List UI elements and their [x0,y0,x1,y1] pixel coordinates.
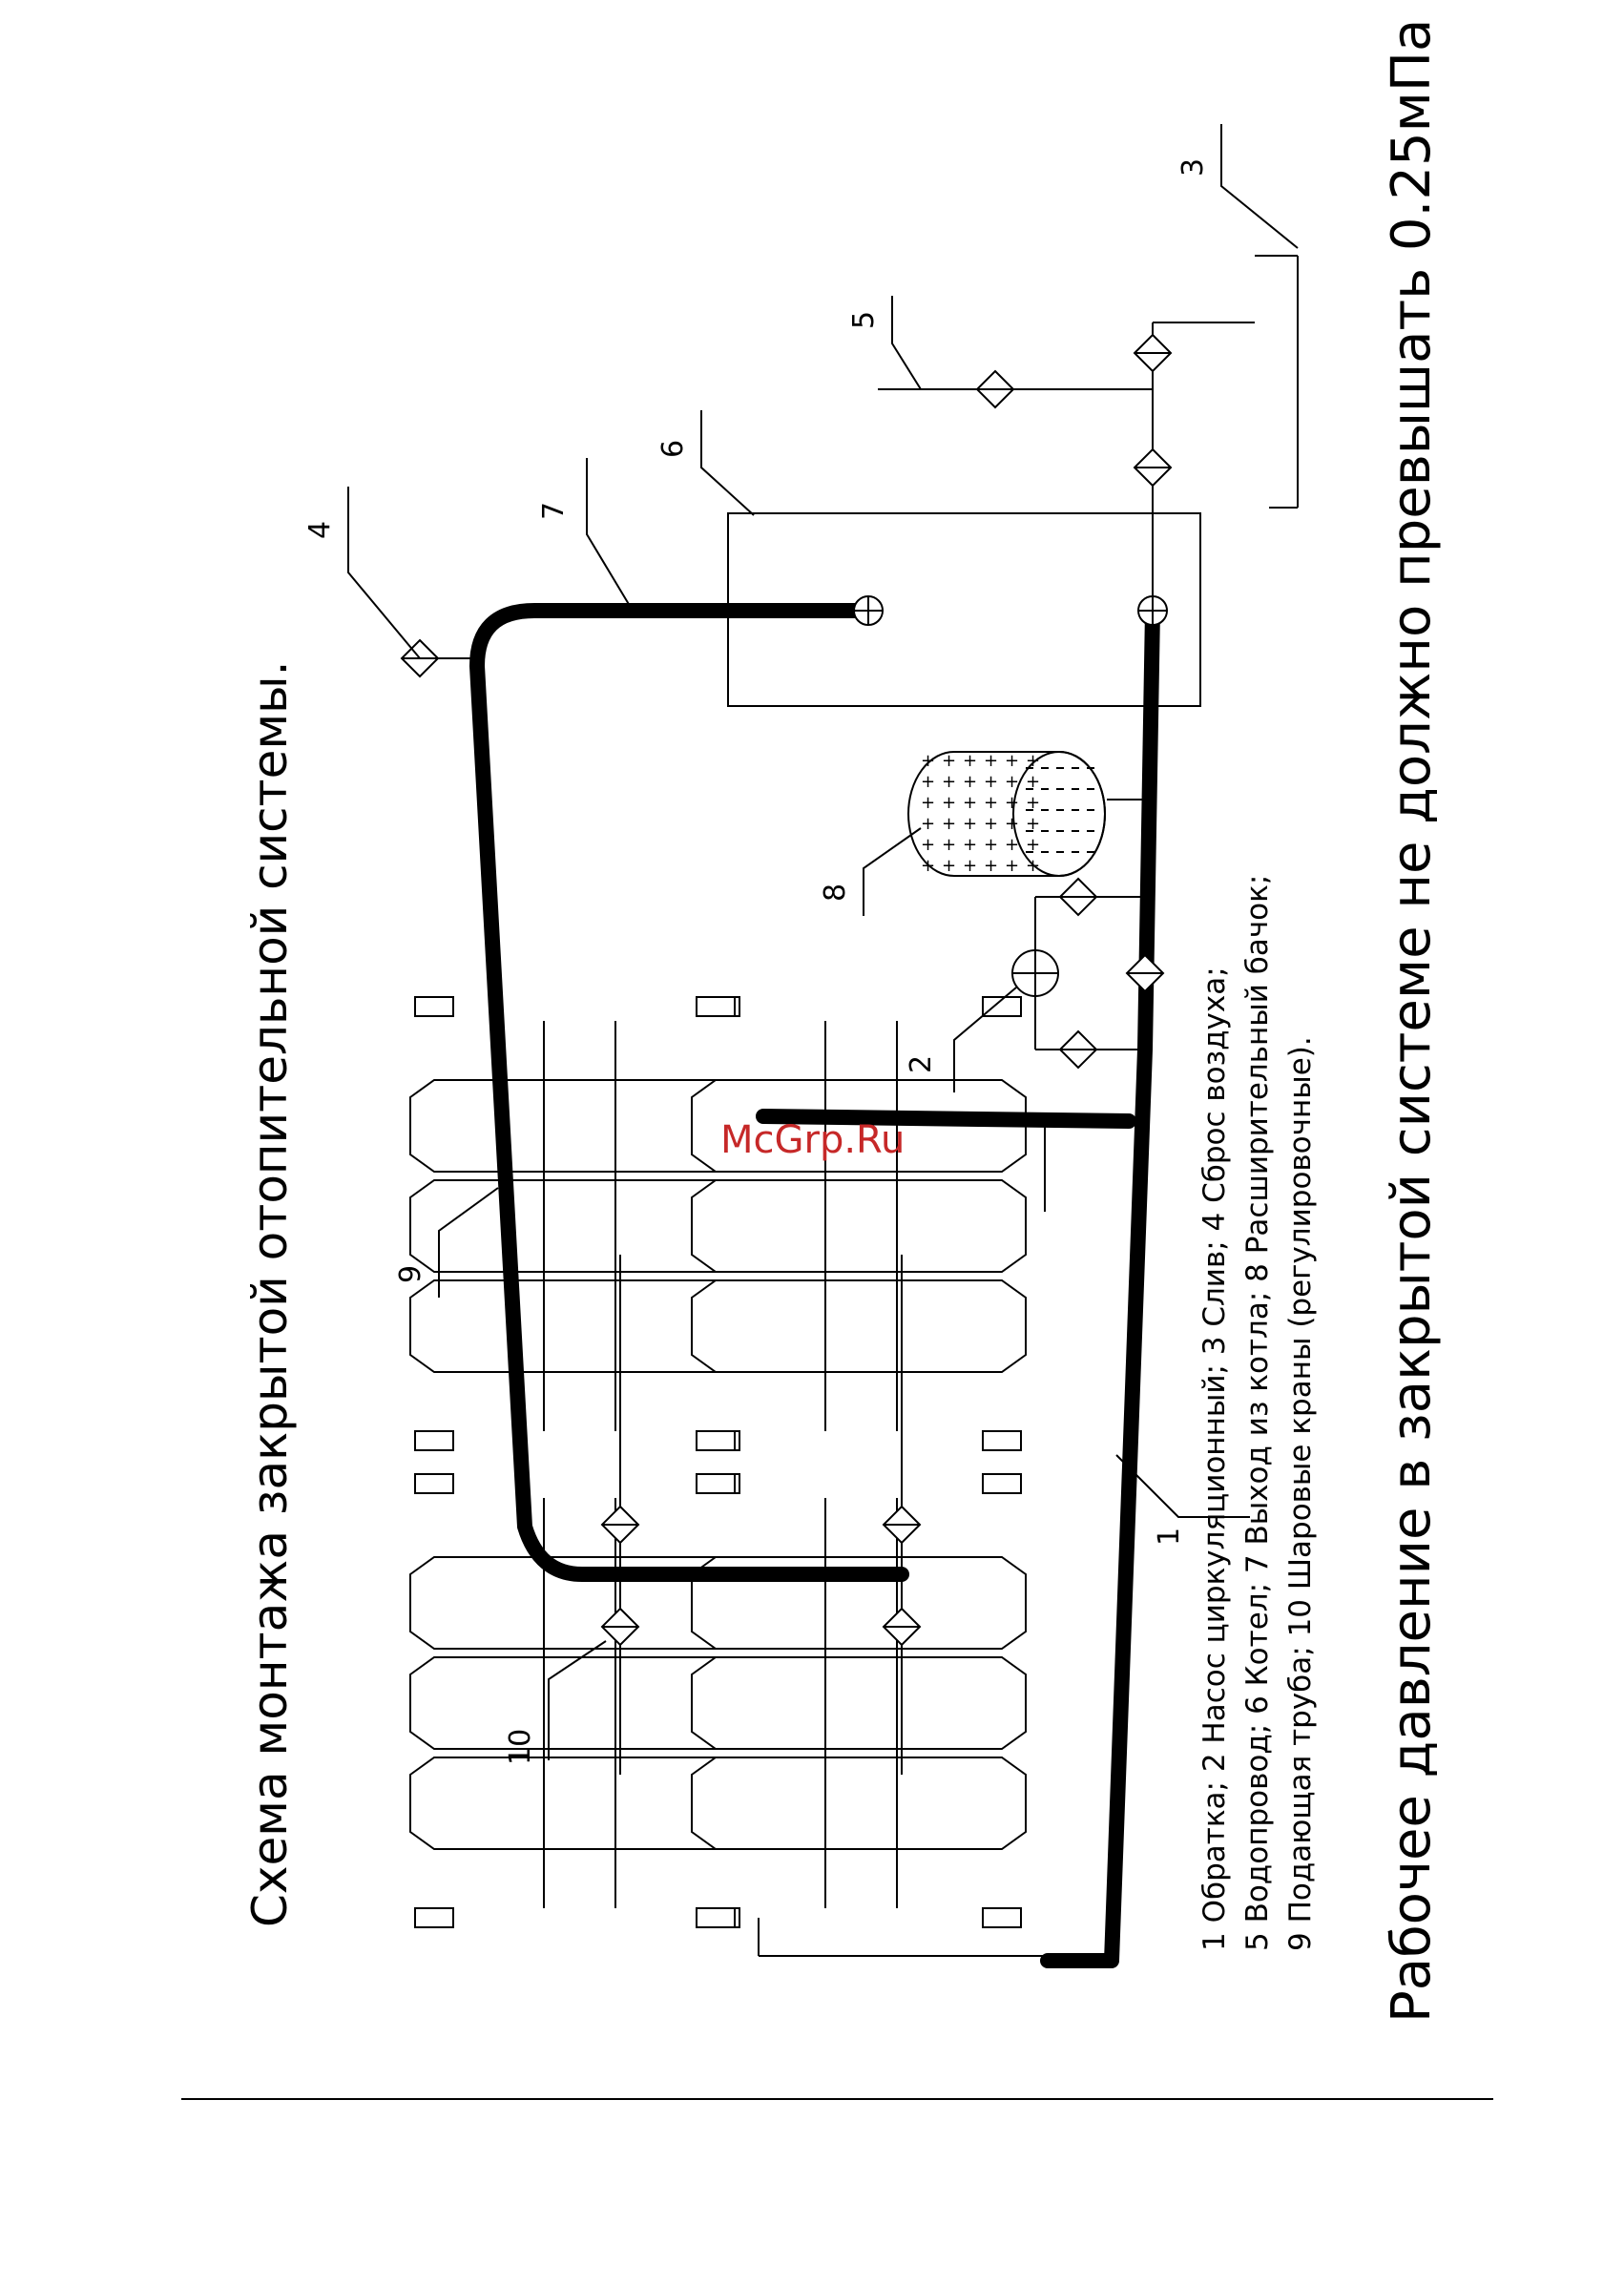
tank-cross: + [1026,793,1040,813]
radiator [691,996,1027,1451]
ball-valves [400,333,1173,1647]
tank-cross: + [1026,772,1040,792]
callout-1: 1 [1153,1528,1186,1546]
radiator-nipple [414,1907,454,1928]
return-pipe [1040,603,1160,1968]
tank-cross: + [1005,793,1019,813]
ball-valve-icon [600,1505,640,1545]
tank-cross: + [921,814,935,834]
tank-cross: + [921,856,935,876]
tank-cross: + [984,856,998,876]
tank-cross: + [942,751,956,771]
tank-cross: + [984,772,998,792]
tank-cross: + [1005,856,1019,876]
radiator-nipple [696,1430,736,1451]
tank-cross: + [984,793,998,813]
ball-valve-icon [600,1607,640,1647]
watermark: McGrp.Ru [720,1118,905,1162]
tank-cross: + [1026,835,1040,855]
tank-cross: + [942,814,956,834]
tank-cross: + [984,751,998,771]
callout-6: 6 [656,440,690,458]
radiator-fin [691,1179,1027,1273]
tank-cross: + [1005,814,1019,834]
tank-cross: + [963,814,977,834]
boiler-supply-port [853,595,884,626]
callout-3: 3 [1176,158,1210,177]
tank-cross: + [1005,772,1019,792]
legend: 1 Обратка; 2 Насос циркуляционный; 3 Сли… [1197,875,1318,1951]
tank-cross: + [942,835,956,855]
callout-5: 5 [847,311,881,329]
callout-8: 8 [819,884,852,902]
tank-cross: + [963,772,977,792]
tank-cross: + [921,772,935,792]
tank-cross: + [963,856,977,876]
legend-line-3: 9 Подающая труба; 10 Шаровые краны (регу… [1283,1036,1318,1951]
tank-end-pattern [1026,767,1094,853]
tank-cross: + [984,835,998,855]
callout-2: 2 [905,1055,938,1073]
callout-4: 4 [303,521,337,539]
radiator-nipple [982,1473,1022,1494]
tank-cross: + [1026,856,1040,876]
tank-cross: + [1026,814,1040,834]
radiator-fin [691,1279,1027,1373]
tank-cross: + [921,751,935,771]
ball-valve-icon [882,1505,922,1545]
callout-9: 9 [394,1265,427,1283]
radiator-nipple [982,996,1022,1017]
return-branch [756,1109,1136,1129]
boiler-return-port [1137,595,1168,626]
tank-cross: + [963,751,977,771]
legend-line-2: 5 Водопровод; 6 Котел; 7 Выход из котла;… [1240,875,1275,1951]
circulation-pump [1011,949,1059,997]
radiator-fin [691,1079,1027,1173]
ball-valve-icon [1058,1029,1098,1070]
ball-valve-icon [975,369,1015,409]
tank-cross: + [963,835,977,855]
tank-cross: + [1005,751,1019,771]
radiator [691,1473,1027,1928]
pressure-warning: Рабочее давление в закрытой системе не д… [1381,19,1443,2023]
radiator-nipple [414,1430,454,1451]
tank-cross: + [921,793,935,813]
tank-cross: + [1026,751,1040,771]
radiator-nipple [414,1473,454,1494]
tank-cross: + [1005,835,1019,855]
callout-10: 10 [504,1729,537,1765]
radiator-nipple [696,1473,736,1494]
tank-cross: + [921,835,935,855]
legend-line-1: 1 Обратка; 2 Насос циркуляционный; 3 Сли… [1197,967,1232,1951]
ball-valve-icon [1133,333,1173,373]
tank-fill-pattern: ++++++++++++++++++++++++++++++++++++ [921,751,1040,876]
tank-cross: + [984,814,998,834]
callout-numbers: 1 2 3 4 5 6 7 8 9 10 [303,158,1210,1765]
tank-cross: + [963,793,977,813]
radiator-nipple [696,996,736,1017]
ball-valve-icon [1125,953,1165,993]
radiator-fin [691,1757,1027,1850]
ball-valve-icon [882,1607,922,1647]
expansion-tank: ++++++++++++++++++++++++++++++++++++ [907,751,1106,877]
radiator-nipple [982,1907,1022,1928]
callout-leaders [347,124,1299,1760]
ball-valve-icon [1133,447,1173,488]
radiator-nipple [696,1907,736,1928]
radiator-nipple [414,996,454,1017]
radiator-fin [691,1656,1027,1750]
diagram-title: Схема монтажа закрытой отопительной сист… [242,660,298,1927]
radiator-nipple [982,1430,1022,1451]
tank-cross: + [942,856,956,876]
ball-valve-icon [1058,877,1098,917]
tank-cross: + [942,772,956,792]
supply-pipe [469,603,909,1582]
callout-7: 7 [537,502,571,520]
tank-cross: + [942,793,956,813]
